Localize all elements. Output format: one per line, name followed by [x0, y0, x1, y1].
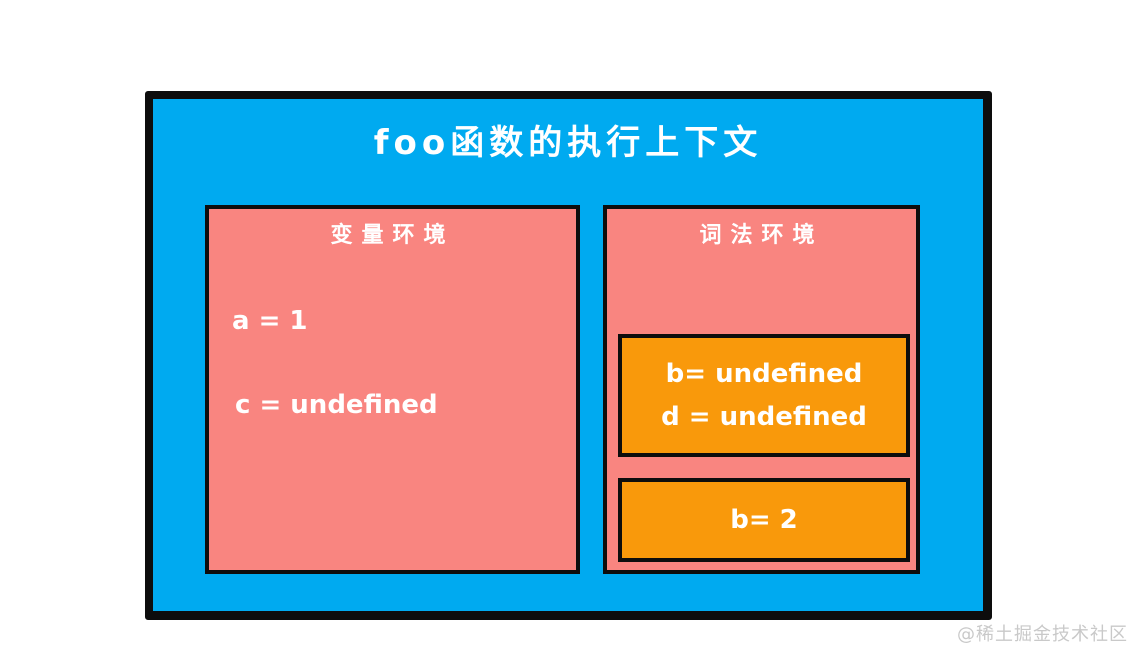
lexical-scope-block-outer: b= undefined d = undefined: [618, 334, 910, 457]
variable-environment-label: 变量环境: [330, 223, 455, 248]
lexical-environment-label: 词法环境: [699, 223, 824, 248]
lexical-entry-b-2: b= 2: [730, 504, 798, 535]
variable-entry-c: c = undefined: [235, 390, 438, 420]
lexical-entry-b-undefined: b= undefined: [665, 358, 863, 389]
execution-context-box: foo函数的执行上下文 变量环境 a = 1 c = undefined 词法环…: [145, 91, 992, 620]
lexical-environment-box: 词法环境 b= undefined d = undefined b= 2: [603, 205, 920, 574]
variable-environment-box: 变量环境 a = 1 c = undefined: [205, 205, 580, 574]
variable-entry-a: a = 1: [232, 306, 308, 336]
lexical-scope-block-inner: b= 2: [618, 478, 910, 562]
lexical-entry-d-undefined: d = undefined: [661, 401, 867, 432]
diagram-title: foo函数的执行上下文: [373, 123, 763, 163]
watermark: @稀土掘金技术社区: [957, 624, 1128, 645]
